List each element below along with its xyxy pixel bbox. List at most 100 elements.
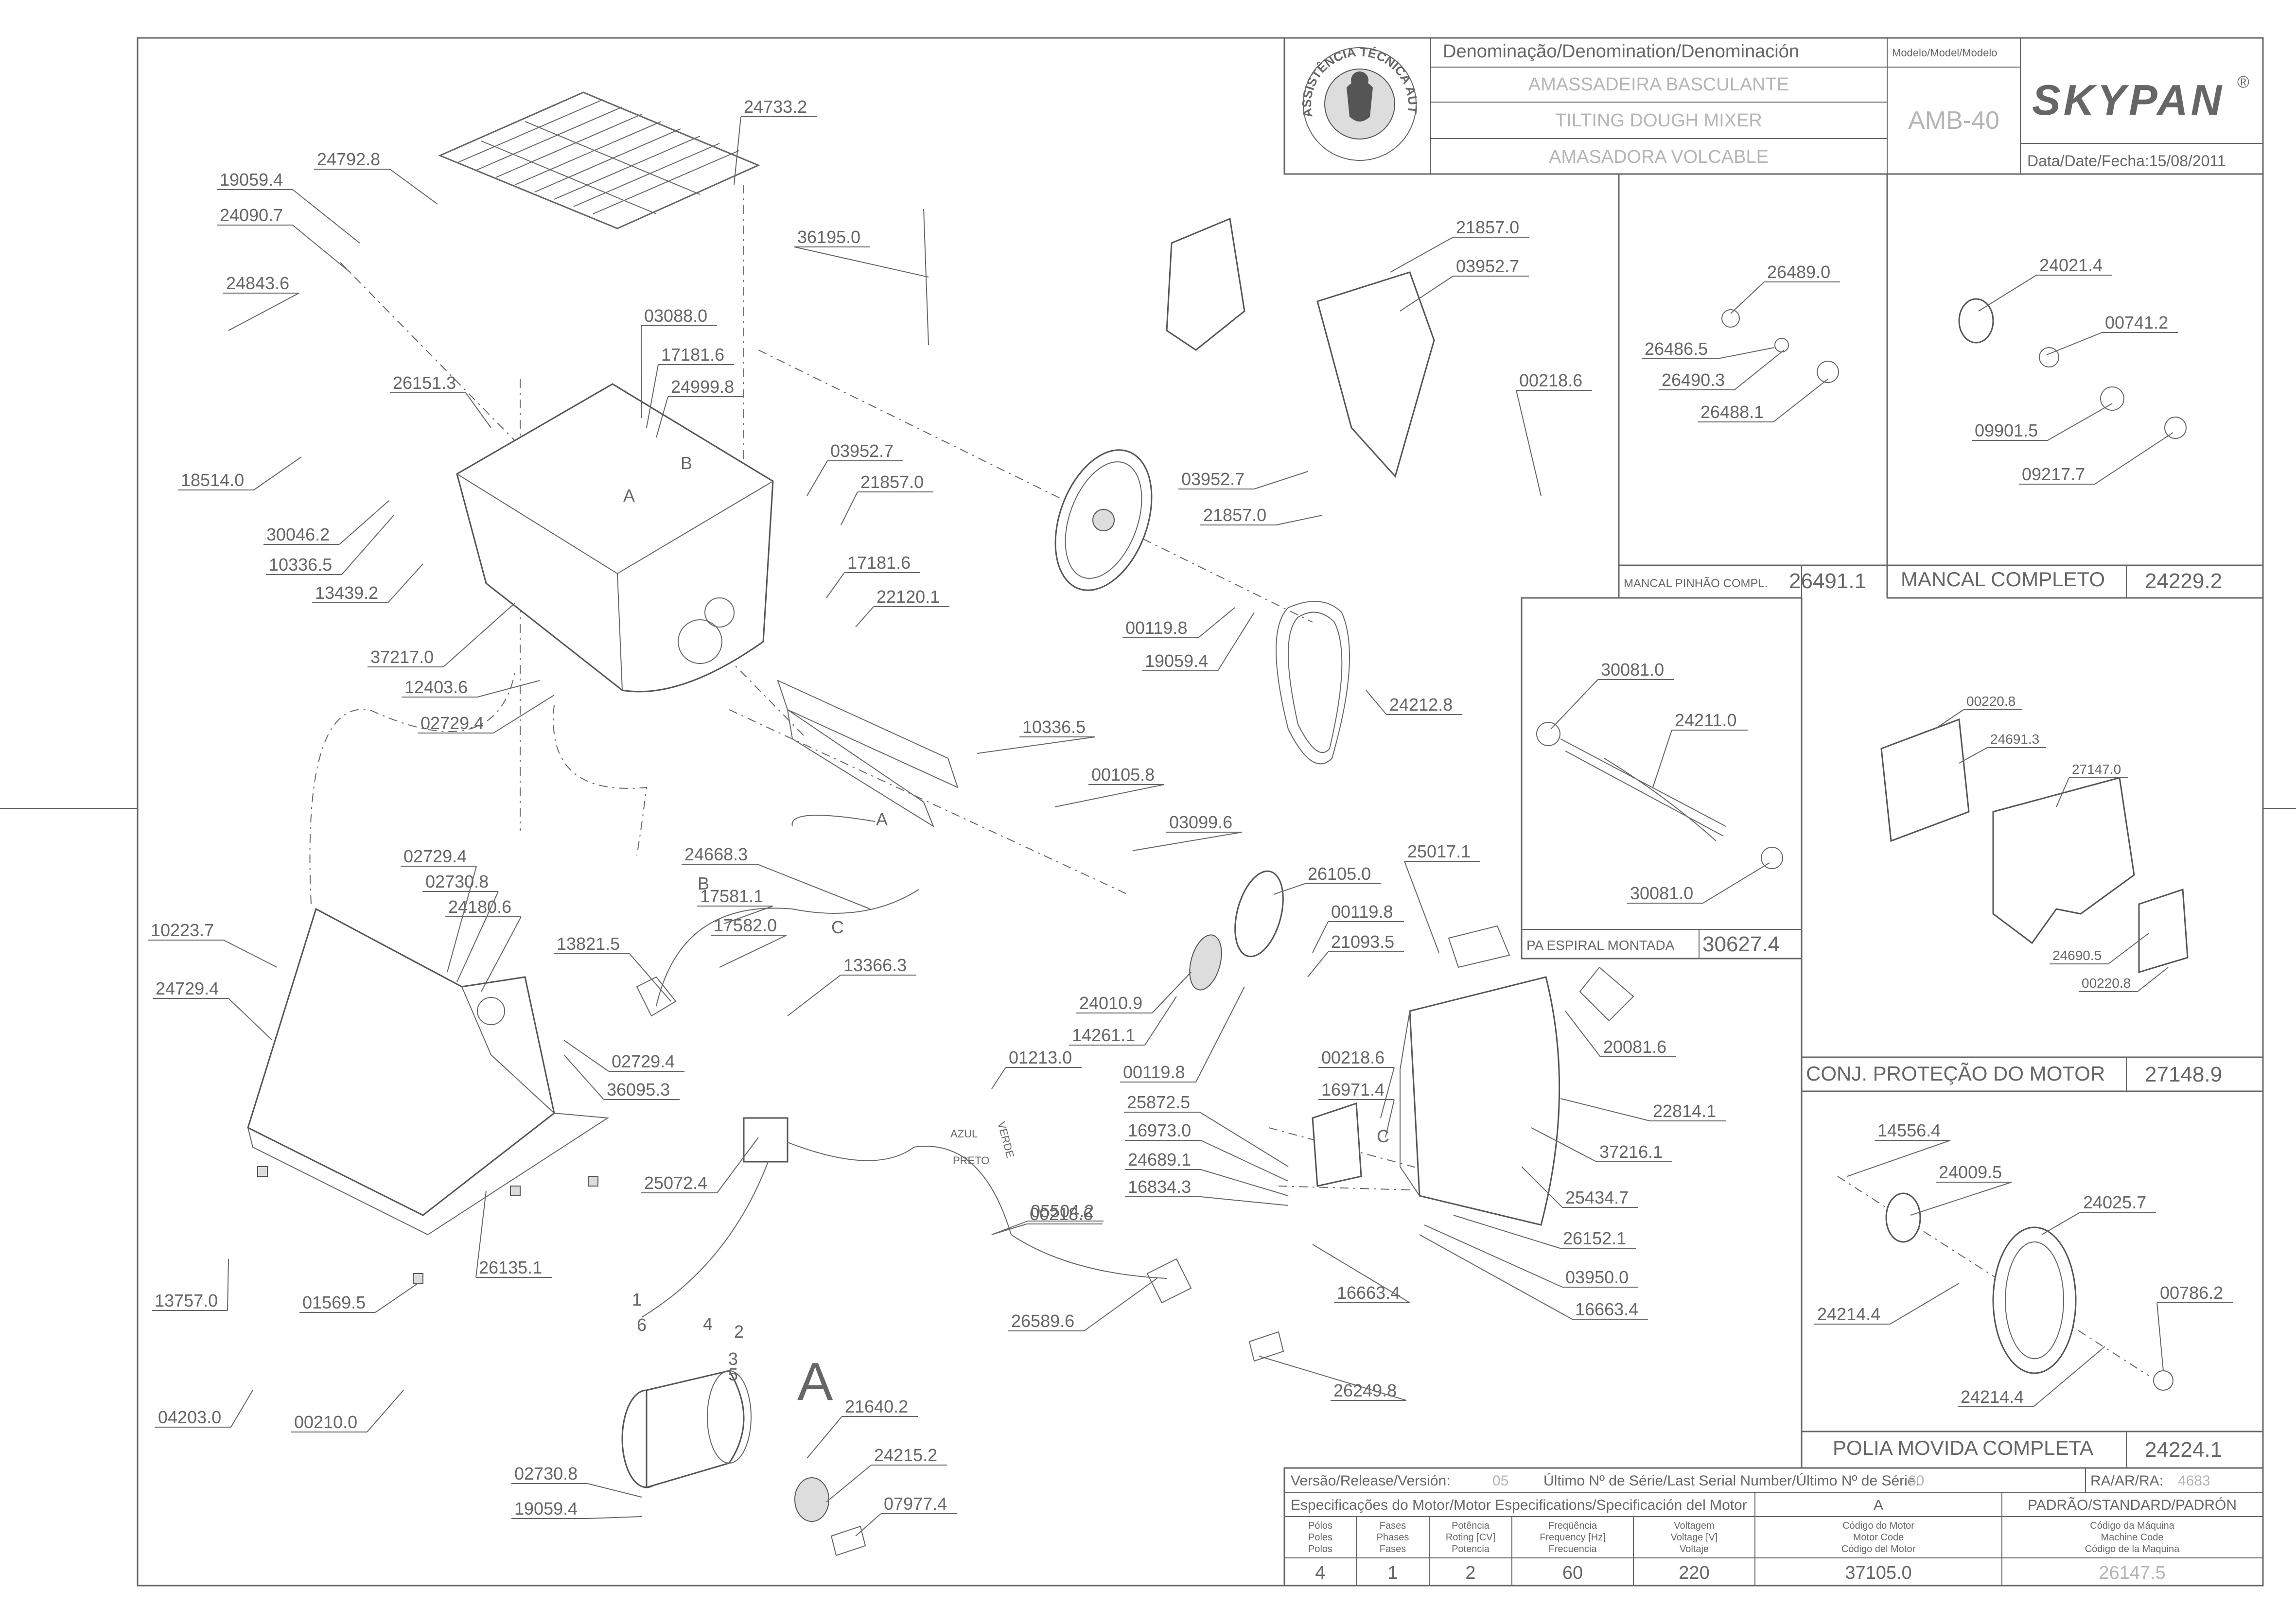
protecao-motor-sketch bbox=[1880, 718, 2189, 974]
footer-col-header: Pólos bbox=[1308, 1520, 1332, 1531]
footer-col-header: Código del Motor bbox=[1841, 1544, 1916, 1554]
callout-label: 22814.1 bbox=[1653, 1101, 1716, 1121]
footer-col-header: Frequency [Hz] bbox=[1540, 1532, 1606, 1543]
callout-label: 17581.1 bbox=[700, 886, 763, 906]
callout-24180-6: 24180.6 bbox=[445, 897, 522, 992]
callout-label: 25872.5 bbox=[1127, 1092, 1190, 1112]
callout-label: 24668.3 bbox=[684, 844, 748, 864]
callout-label: 01569.5 bbox=[302, 1292, 366, 1312]
mancal-pinhao-code: 26491.1 bbox=[1789, 569, 1866, 593]
callout-25072-4: 25072.4 bbox=[641, 1137, 759, 1193]
callout-37216-1: 37216.1 bbox=[1531, 1127, 1672, 1162]
callout-label: 24090.7 bbox=[220, 205, 283, 225]
footer-col-header: Machine Code bbox=[2101, 1532, 2164, 1543]
callout-10336-5: 10336.5 bbox=[977, 717, 1096, 754]
callout-label: 16973.0 bbox=[1128, 1120, 1191, 1140]
callout-30046-2: 30046.2 bbox=[263, 500, 389, 545]
callout-00786-2: 00786.2 bbox=[2156, 1283, 2233, 1371]
callout-label: 24729.4 bbox=[156, 978, 219, 998]
callout-25872-5: 25872.5 bbox=[1124, 1092, 1289, 1167]
name-en: TILTING DOUGH MIXER bbox=[1555, 110, 1762, 131]
spec-label: Especificações do Motor/Motor Especifica… bbox=[1291, 1497, 1747, 1513]
callout-21857-0: 21857.0 bbox=[841, 472, 933, 525]
footer-col-header: Código do Motor bbox=[1842, 1520, 1914, 1531]
polia-movida-label: POLIA MOVIDA COMPLETA bbox=[1833, 1436, 2093, 1459]
callout-10336-5: 10336.5 bbox=[266, 515, 394, 575]
callout-36195-0: 36195.0 bbox=[794, 227, 929, 278]
callout-label: 03088.0 bbox=[644, 306, 707, 326]
callout-26249-8: 26249.8 bbox=[1259, 1356, 1407, 1401]
callout-24211-0: 24211.0 bbox=[1652, 710, 1748, 788]
motor-mark-a: A bbox=[797, 1352, 833, 1412]
protecao-motor-code: 27148.9 bbox=[2145, 1063, 2222, 1086]
callout-02729-4: 02729.4 bbox=[401, 846, 477, 973]
callout-03088-0: 03088.0 bbox=[641, 306, 717, 419]
callout-03950-0: 03950.0 bbox=[1424, 1224, 1638, 1288]
callout-label: 16663.4 bbox=[1337, 1283, 1400, 1303]
callout-label: 07977.4 bbox=[884, 1494, 947, 1514]
mancal-pinhao-sketch bbox=[1721, 309, 1839, 383]
callout-label: 02729.4 bbox=[403, 846, 467, 866]
callout-21093-5: 21093.5 bbox=[1307, 932, 1404, 978]
callout-label: 00218.6 bbox=[1519, 370, 1582, 390]
callout-label: 30081.0 bbox=[1630, 883, 1693, 903]
callout-label: 03952.7 bbox=[830, 441, 894, 461]
footer-col-value: 1 bbox=[1387, 1563, 1398, 1583]
protecao-motor-label: CONJ. PROTEÇÃO DO MOTOR bbox=[1806, 1062, 2105, 1085]
callout-label: 00210.0 bbox=[294, 1412, 357, 1432]
callout-label: 00119.8 bbox=[1125, 618, 1187, 638]
callout-label: 03952.7 bbox=[1181, 469, 1244, 489]
callout-02729-4: 02729.4 bbox=[563, 1040, 684, 1072]
callout-label: 16663.4 bbox=[1575, 1299, 1638, 1319]
wire-number: 1 bbox=[632, 1290, 642, 1310]
wire-number: 2 bbox=[734, 1322, 744, 1342]
callout-17181-6: 17181.6 bbox=[826, 553, 920, 598]
polia-movida-sketch bbox=[1885, 1192, 2173, 1391]
callout-label: 26151.3 bbox=[393, 373, 456, 393]
callout-label: 00218.6 bbox=[1321, 1048, 1385, 1067]
callout-label: 36195.0 bbox=[797, 227, 860, 247]
callout-24668-3: 24668.3 bbox=[682, 844, 871, 909]
callout-24729-4: 24729.4 bbox=[153, 978, 273, 1041]
footer-table bbox=[1283, 1467, 2264, 1587]
callout-label: 01213.0 bbox=[1009, 1048, 1072, 1067]
wiring bbox=[636, 815, 1192, 1318]
polia-movida-code: 24224.1 bbox=[2145, 1438, 2222, 1462]
callout-label: 21640.2 bbox=[845, 1397, 908, 1416]
callout-16973-0: 16973.0 bbox=[1125, 1120, 1289, 1182]
callout-21857-0: 21857.0 bbox=[1390, 217, 1529, 273]
callout-label: 24999.8 bbox=[671, 377, 734, 397]
callout-21857-0: 21857.0 bbox=[1200, 505, 1323, 525]
callout-label: 00119.8 bbox=[1331, 902, 1393, 922]
callout-37217-0: 37217.0 bbox=[368, 602, 516, 667]
callout-label: 21857.0 bbox=[1456, 217, 1519, 237]
callout-26152-1: 26152.1 bbox=[1453, 1215, 1636, 1249]
footer-col-header: Poles bbox=[1308, 1532, 1332, 1543]
wire-number: 5 bbox=[728, 1364, 738, 1384]
callout-30081-0: 30081.0 bbox=[1627, 862, 1770, 904]
callout-13821-5: 13821.5 bbox=[554, 934, 671, 1002]
callout-26486-5: 26486.5 bbox=[1642, 339, 1775, 359]
callout-label: 13439.2 bbox=[315, 583, 378, 603]
callout-label: 20081.6 bbox=[1603, 1037, 1666, 1057]
callout-00119-8: 00119.8 bbox=[1312, 902, 1404, 953]
mancal-pinhao-label: MANCAL PINHÃO COMPL. bbox=[1624, 577, 1768, 590]
callout-label: 24025.7 bbox=[2083, 1192, 2146, 1212]
callout-label: 24733.2 bbox=[744, 97, 807, 117]
callout-09217-7: 09217.7 bbox=[2019, 432, 2173, 485]
callout-label: 13757.0 bbox=[155, 1291, 218, 1310]
callout-label: 24212.8 bbox=[1389, 695, 1453, 715]
footer-col-header: Polos bbox=[1308, 1544, 1332, 1554]
callout-13439-2: 13439.2 bbox=[312, 563, 423, 603]
callout-label: 19059.4 bbox=[514, 1499, 578, 1519]
callout-17581-1: 17581.1 bbox=[697, 886, 773, 924]
footer-col-value: 2 bbox=[1465, 1563, 1475, 1583]
callout-00220-8: 00220.8 bbox=[1934, 694, 2022, 730]
mark-c-wire: C bbox=[831, 917, 844, 937]
footer-col-header: Frecuencia bbox=[1549, 1544, 1597, 1554]
callout-label: 24214.4 bbox=[1817, 1304, 1880, 1324]
gear-26105 bbox=[1189, 870, 1284, 991]
callout-24214-4: 24214.4 bbox=[1958, 1346, 2105, 1407]
mark-b-wire: B bbox=[698, 873, 709, 893]
version-value: 05 bbox=[1492, 1473, 1508, 1489]
